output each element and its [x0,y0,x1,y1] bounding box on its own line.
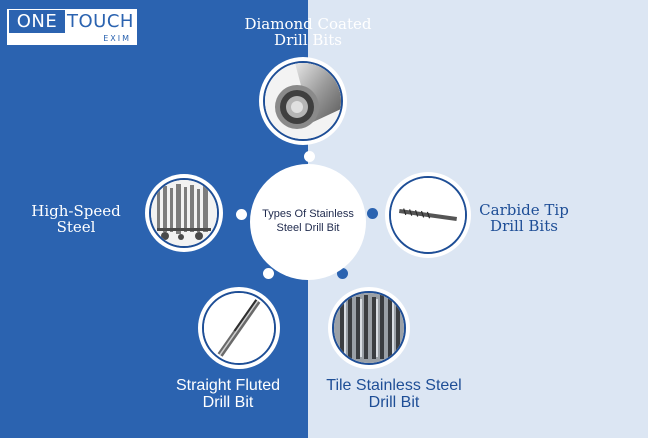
label-tile-stainless: Tile Stainless Steel Drill Bit [306,377,482,412]
label-diamond-coated: Diamond Coated Drill Bits [218,15,398,49]
label-high-speed-steel: High-Speed Steel [26,202,126,236]
circle-diamond-coated [259,57,347,145]
center-topic-text: Types Of Stainless Steel Drill Bit [253,208,363,236]
label-carbide-tip: Carbide Tip Drill Bits [472,201,576,235]
label-straight-fluted-line2: Drill Bit [202,393,254,411]
label-carbide-tip-line2: Drill Bits [490,216,558,235]
circle-high-speed-steel [145,174,223,252]
label-tile-stainless-line2: Drill Bit [368,393,420,411]
straight-fluted-drill-bit-icon [204,293,274,363]
label-diamond-coated-line1: Diamond Coated [244,15,372,33]
diamond-coated-drill-bit-icon [265,63,341,139]
center-topic-line1: Types Of Stainless [262,208,354,221]
connector-dot-top [304,151,315,162]
connector-dot-bottom-left [263,268,274,279]
label-diamond-coated-line2: Drill Bits [274,30,342,49]
label-straight-fluted: Straight Fluted Drill Bit [160,377,296,412]
company-logo: ONE TOUCH EXIM [7,9,137,45]
circle-carbide-tip [385,172,471,258]
label-carbide-tip-line1: Carbide Tip [479,201,569,219]
logo-one-text: ONE [9,10,65,33]
circle-straight-fluted [198,287,280,369]
label-tile-stainless-line1: Tile Stainless Steel [326,377,462,394]
label-high-speed-steel-line1: High-Speed [31,202,121,220]
label-high-speed-steel-line2: Steel [56,217,96,236]
logo-exim-text: EXIM [103,34,131,43]
connector-dot-right [367,208,378,219]
connector-dot-bottom-right [337,268,348,279]
tile-stainless-steel-drill-bit-icon [334,293,404,363]
connector-dot-left [236,209,247,220]
circle-tile-stainless [328,287,410,369]
center-topic-line2: Steel Drill Bit [276,222,340,234]
label-straight-fluted-line1: Straight Fluted [175,377,281,394]
logo-touch-text: TOUCH [67,11,134,32]
center-topic-circle: Types Of Stainless Steel Drill Bit [250,164,366,280]
high-speed-steel-bits-icon [151,180,217,246]
carbide-tip-drill-bit-icon [391,178,465,252]
